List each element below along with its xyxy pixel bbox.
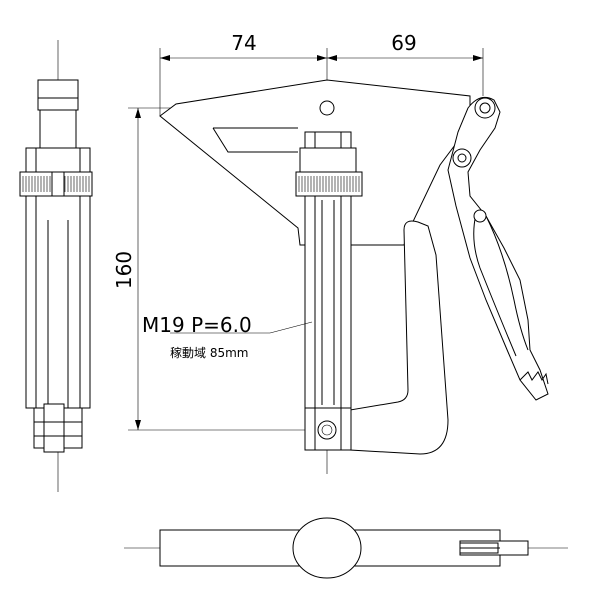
thread-callout: M19 P=6.0	[142, 313, 252, 337]
dimension-160: 160	[112, 251, 136, 289]
dimension-69: 69	[391, 31, 416, 55]
clamp-front-view	[159, 79, 549, 455]
dimension-74: 74	[231, 31, 256, 55]
side-view	[19, 40, 93, 492]
stroke-note: 稼動域 85mm	[170, 345, 248, 360]
bottom-view	[124, 517, 568, 579]
